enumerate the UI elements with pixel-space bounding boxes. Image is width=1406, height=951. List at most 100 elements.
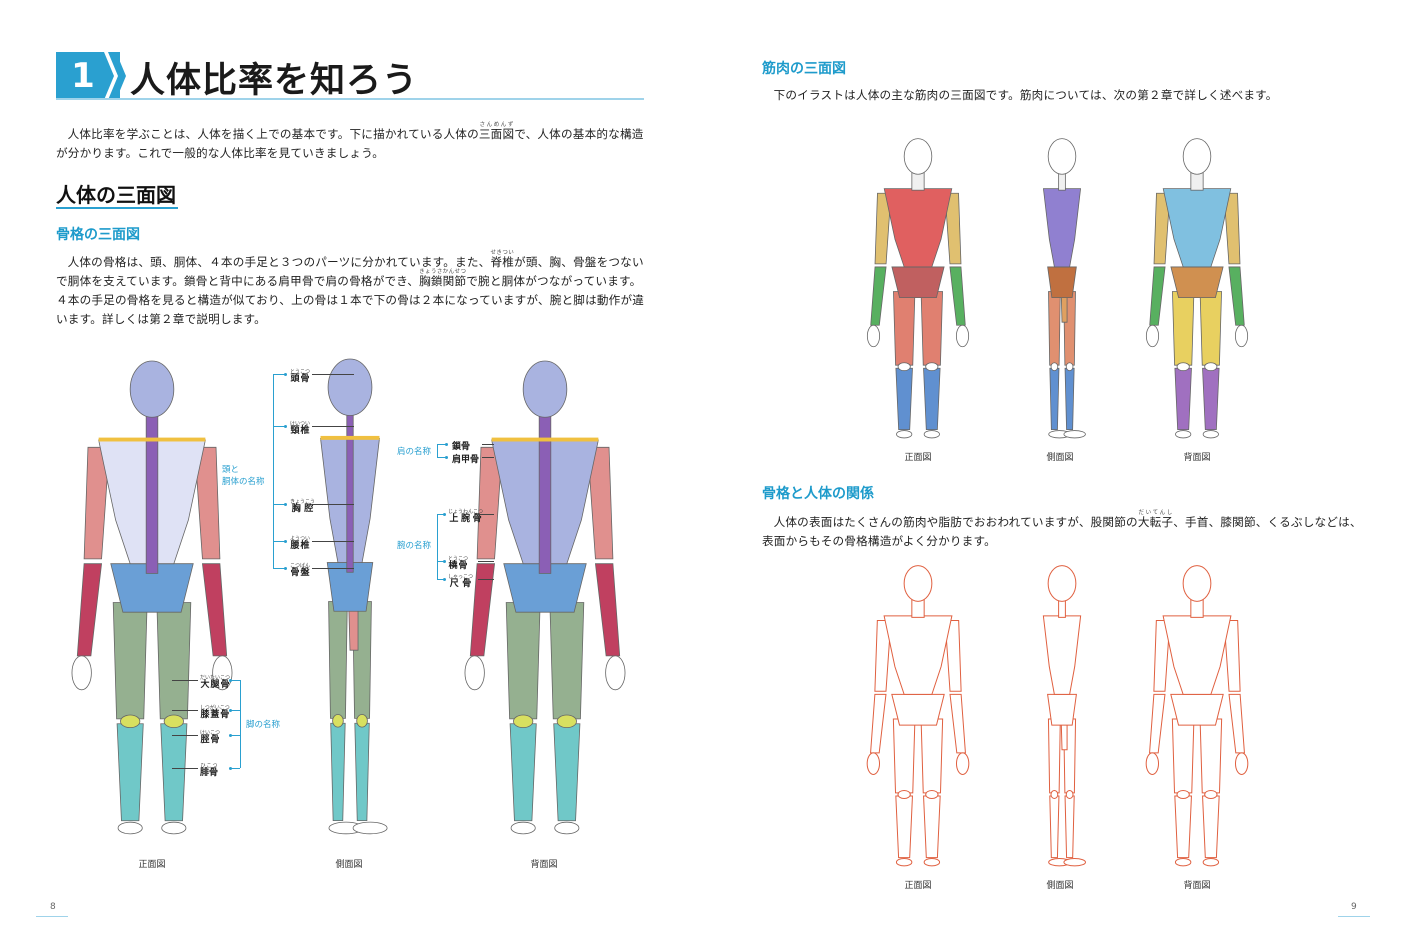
knee-shape <box>1065 789 1074 799</box>
forearm-shape <box>870 693 887 754</box>
bracket-line <box>240 680 241 768</box>
bracket-tick <box>437 514 444 515</box>
bracket-tick <box>273 568 285 569</box>
knee-shape <box>925 789 939 799</box>
leader-line <box>312 426 354 427</box>
bullet-dot <box>445 455 448 459</box>
knee-shape <box>120 714 141 729</box>
bracket-tick <box>230 768 240 769</box>
text-run: 人体の表面はたくさんの筋肉や脂肪でおおわれていますが、股関節の <box>773 515 1138 529</box>
muscle-title: 筋肉の三面図 <box>762 61 846 77</box>
ruby-text: 骨盤こつばん <box>290 563 311 578</box>
bone-label: 大腿骨だいたいこつ <box>200 675 230 690</box>
bracket-tick <box>437 561 444 562</box>
thigh-shape <box>549 602 585 720</box>
muscle-caption-back: 背面図 <box>1183 453 1211 463</box>
hand-shape <box>955 324 970 348</box>
ruby-text: 脛骨けいこつ <box>200 730 221 745</box>
foot-shape <box>923 430 940 439</box>
foot-shape <box>554 821 580 835</box>
bracket-line <box>273 374 274 568</box>
foot-shape <box>1063 430 1086 439</box>
head-shape <box>129 360 175 418</box>
group-label-leg: 脚の名称 <box>246 720 281 730</box>
head-shape <box>522 360 568 418</box>
bone-label: 胸腔きょうこう <box>290 499 315 514</box>
foot-shape <box>510 821 536 835</box>
page-number-right: 9 <box>1351 902 1357 912</box>
thigh-shape <box>920 718 944 794</box>
ruby-text: 頸椎けいつい <box>290 421 311 436</box>
ruby-text: 三面図さんめんず <box>478 122 515 141</box>
torso-shape <box>883 615 953 695</box>
pelvis-shape <box>1170 266 1224 299</box>
upper-arm-shape <box>1223 192 1241 265</box>
shin-shape <box>354 722 370 822</box>
thigh-shape <box>112 602 148 720</box>
bullet-dot <box>284 424 287 428</box>
foot-shape <box>1175 430 1192 439</box>
text-run: で腕と胴体がつながっています。４本の手足の骨格を見ると構造が似ており、上の骨は１… <box>56 274 645 326</box>
torso-shape <box>883 188 953 268</box>
hand-shape <box>212 655 233 691</box>
subsection-title: 骨格の三面図 <box>56 227 140 243</box>
bracket-tick <box>437 444 446 445</box>
knee-shape <box>163 714 184 729</box>
shin-shape <box>1174 367 1192 431</box>
forearm-shape <box>201 563 228 657</box>
chapter-title: 人体比率を知ろう <box>130 61 419 101</box>
ruby-text: 腓骨ひこつ <box>200 763 219 778</box>
knee-shape <box>897 362 911 372</box>
muscle-caption-front: 正面図 <box>904 453 932 463</box>
bullet-dot <box>284 372 287 376</box>
forearm-shape <box>469 563 496 657</box>
title-underline <box>56 98 644 100</box>
shin-shape <box>160 723 188 822</box>
muscle-paragraph: 下のイラストは人体の主な筋肉の三面図です。筋肉については、次の第２章で詳しく述べ… <box>773 88 1278 102</box>
thigh-shape <box>1171 718 1195 794</box>
shin-shape <box>553 723 581 822</box>
bullet-dot <box>443 559 446 563</box>
bracket-line <box>437 444 438 457</box>
knee-shape <box>556 714 577 729</box>
bullet-dot <box>229 733 232 737</box>
text-run: 人体比率を学ぶことは、人体を描く上での基本です。下に描かれている人体の <box>67 127 479 141</box>
hand-shape <box>866 752 881 775</box>
relation-caption-back: 背面図 <box>1183 881 1211 891</box>
knee-shape <box>925 362 939 372</box>
group-label-shoulder: 肩の名称 <box>397 447 432 457</box>
section-title: 人体の三面図 <box>56 183 176 207</box>
head-shape <box>903 138 933 175</box>
thigh-shape <box>1047 718 1061 794</box>
foot-shape <box>1202 430 1219 439</box>
head-shape <box>1182 565 1212 602</box>
text-run: 人体の骨格は、頭、胴体、４本の手足と３つのパーツに分かれています。また、 <box>67 255 491 269</box>
leader-line <box>312 541 354 542</box>
shin-shape <box>895 795 913 859</box>
forearm-shape <box>949 693 966 754</box>
bone-label: 骨盤こつばん <box>290 563 310 578</box>
bone-label: 膝蓋骨しつがいこつ <box>200 705 230 720</box>
intro-paragraph: 人体比率を学ぶことは、人体を描く上での基本です。下に描かれている人体の三面図さん… <box>56 122 646 163</box>
bone-label: 脛骨けいこつ <box>200 730 220 745</box>
upper-arm-shape <box>1223 619 1241 692</box>
bracket-tick <box>230 710 240 711</box>
forearm-shape <box>870 266 887 326</box>
ruby-text: 上腕骨じょうわんこつ <box>448 509 484 524</box>
bullet-dot <box>229 708 232 712</box>
torso-shape <box>1042 188 1082 268</box>
bracket-tick <box>273 426 285 427</box>
page-number-rule <box>1338 916 1370 917</box>
shin-shape <box>509 723 537 822</box>
shin-shape <box>1049 367 1060 431</box>
foot-shape <box>895 858 913 867</box>
hand-shape <box>71 655 92 691</box>
relation-caption-front: 正面図 <box>904 881 932 891</box>
bullet-dot <box>443 512 446 516</box>
spine-shape <box>145 412 159 574</box>
bracket-tick <box>437 579 444 580</box>
group-label-arm: 腕の名称 <box>397 541 432 551</box>
leader-line <box>172 680 198 681</box>
text-run: 、手首、膝関節、くるぶしなどは、表面からもその骨格構造がよく分かります。 <box>762 515 1362 548</box>
bone-label: 腓骨ひこつ <box>200 763 218 778</box>
